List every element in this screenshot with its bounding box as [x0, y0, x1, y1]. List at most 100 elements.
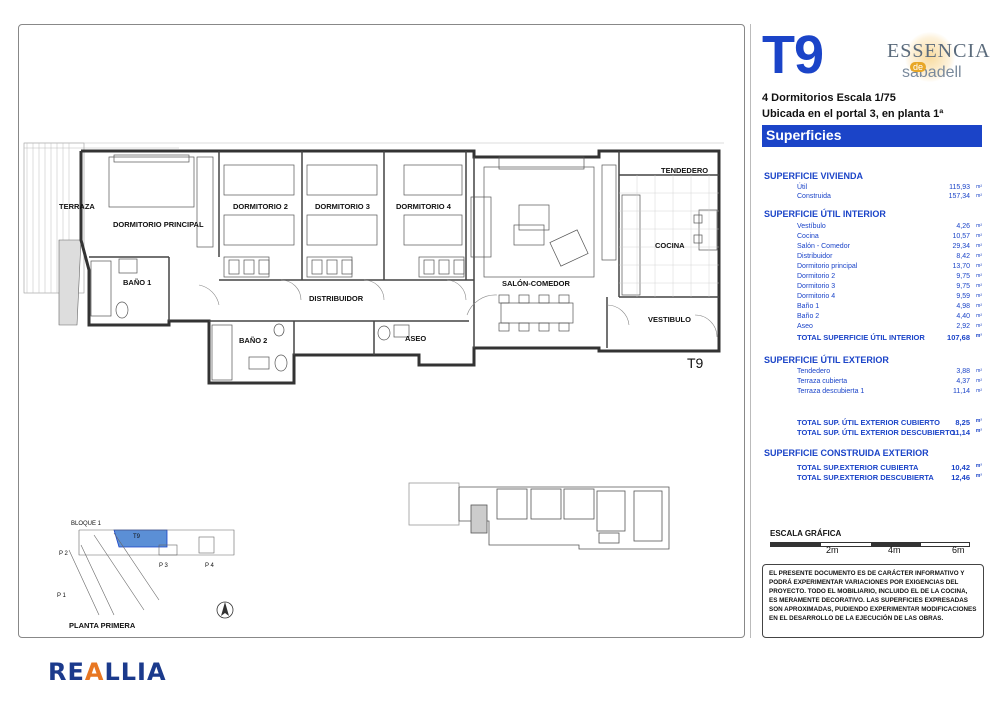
kitchen-tiles — [619, 175, 719, 297]
row-value: 4,40 — [956, 313, 970, 320]
room-label-vestibulo: VESTIBULO — [648, 315, 691, 324]
brand-sun-icon — [905, 32, 955, 82]
terrace-area — [23, 142, 724, 326]
key-plan-portal-1: P 1 — [57, 593, 67, 599]
room-label-cocina: COCINA — [655, 241, 685, 250]
row-label: Útil — [797, 184, 808, 191]
inner-walls — [89, 151, 719, 355]
row-unit: m² — [975, 463, 982, 469]
row-label: Dormitorio 4 — [797, 293, 836, 300]
room-label-dormitorio-principal: DORMITORIO PRINCIPAL — [113, 220, 204, 229]
room-label-bano-2: BAÑO 2 — [239, 336, 267, 345]
row-value: 9,75 — [956, 273, 970, 280]
row-value: 107,68 — [947, 333, 970, 342]
bedrooms-scale-text: 4 Dormitorios Escala 1/75 — [762, 92, 896, 104]
row-label: Salón - Comedor — [797, 243, 850, 250]
row-unit: m² — [976, 273, 982, 279]
location-text: Ubicada en el portal 3, en planta 1ª — [762, 108, 944, 120]
door-swings — [198, 279, 718, 338]
row-value: 10,42 — [951, 463, 970, 472]
room-label-bano-1: BAÑO 1 — [123, 278, 151, 287]
room-label-salon-comedor: SALÓN-COMEDOR — [502, 279, 570, 288]
row-unit: m² — [975, 333, 982, 339]
row-value: 29,34 — [952, 243, 970, 250]
room-label-aseo: ASEO — [405, 334, 426, 343]
room-label-dormitorio-3: DORMITORIO 3 — [315, 202, 370, 211]
surfaces-header: Superficies — [762, 125, 982, 147]
realia-logo-middle: L — [104, 658, 121, 686]
row-value: 10,57 — [952, 233, 970, 240]
row-label: Dormitorio 3 — [797, 283, 836, 290]
row-label: Terraza cubierta — [797, 378, 848, 385]
realia-logo-left: RE — [48, 658, 85, 686]
row-label: Terraza descubierta 1 — [797, 388, 865, 395]
row-value: 9,59 — [956, 293, 970, 300]
row-unit: m² — [976, 253, 982, 259]
row-value: 8,42 — [956, 253, 970, 260]
brand-logo-name: ESSENCIA — [887, 40, 991, 62]
row-unit: m² — [976, 243, 982, 249]
row-label: TOTAL SUP. ÚTIL EXTERIOR CUBIERTO — [797, 418, 940, 427]
row-value: 12,46 — [951, 473, 970, 482]
row-unit: m² — [976, 303, 982, 309]
row-unit: m² — [975, 473, 982, 479]
row-unit: m² — [976, 378, 982, 384]
room-label-tendedero: TENDEDERO — [661, 166, 708, 175]
row-label: Construida — [797, 193, 831, 200]
row-label: Tendedero — [797, 368, 831, 375]
row-unit: m² — [975, 418, 982, 424]
key-plan-portal-3: P 3 — [159, 563, 169, 569]
outer-walls — [79, 149, 721, 385]
plan-unit-tag: T9 — [687, 355, 704, 371]
row-value: 115,93 — [949, 184, 970, 191]
disclaimer-box: EL PRESENTE DOCUMENTO ES DE CARÁCTER INF… — [762, 564, 984, 638]
row-value: 4,37 — [956, 378, 970, 385]
panel-divider — [750, 24, 751, 638]
row-label: TOTAL SUPERFICIE ÚTIL INTERIOR — [797, 333, 925, 342]
realia-logo: REALLIA — [48, 658, 167, 686]
room-label-distribuidor: DISTRIBUIDOR — [309, 294, 364, 303]
scale-label-2m: 2m — [826, 545, 839, 555]
row-unit: m² — [976, 283, 982, 289]
room-label-dormitorio-4: DORMITORIO 4 — [396, 202, 452, 211]
row-unit: m² — [976, 263, 982, 269]
floor-overview-mini — [408, 482, 670, 550]
row-label: Vestíbulo — [797, 223, 826, 230]
realia-logo-accent: A — [84, 658, 105, 686]
key-plan-portal-2: P 2 — [59, 551, 69, 557]
row-value: 11,14 — [951, 428, 970, 437]
room-label-terraza: TERRAZA — [59, 202, 95, 211]
row-label: Distribuidor — [797, 253, 833, 260]
key-plan-portal-4: P 4 — [205, 563, 215, 569]
row-value: 8,25 — [955, 418, 970, 427]
section-util-interior-title: SUPERFICIE ÚTIL INTERIOR — [764, 209, 886, 219]
row-label: TOTAL SUP.EXTERIOR DESCUBIERTA — [797, 473, 934, 482]
row-label: Baño 2 — [797, 313, 820, 320]
key-plan-unit-label: T9 — [133, 534, 141, 540]
row-unit: m² — [976, 223, 982, 229]
scale-title: ESCALA GRÁFICA — [770, 529, 842, 538]
floor-plan-drawing: TERRAZA DORMITORIO PRINCIPAL DORMITORIO … — [23, 142, 724, 630]
furniture — [90, 154, 718, 381]
row-label: TOTAL SUP. ÚTIL EXTERIOR DESCUBIERTO — [797, 428, 956, 437]
row-value: 2,92 — [956, 323, 970, 330]
row-unit: m² — [976, 323, 982, 329]
row-unit: m² — [976, 233, 982, 239]
row-label: Dormitorio 2 — [797, 273, 836, 280]
row-value: 157,34 — [948, 193, 970, 200]
north-arrow-icon — [216, 601, 234, 619]
row-unit: m² — [976, 293, 982, 299]
row-label: Dormitorio principal — [797, 263, 858, 270]
key-plan-floor-label: PLANTA PRIMERA — [69, 621, 136, 630]
unit-code-title: T9 — [762, 25, 824, 85]
row-unit: m² — [976, 313, 982, 319]
row-unit: m² — [976, 388, 982, 394]
row-unit: m² — [976, 184, 982, 190]
floor-plan-frame: TERRAZA DORMITORIO PRINCIPAL DORMITORIO … — [18, 24, 745, 638]
row-label: Aseo — [797, 323, 813, 330]
row-label: Cocina — [797, 233, 819, 240]
row-value: 9,75 — [956, 283, 970, 290]
row-value: 11,14 — [953, 388, 970, 395]
row-label: TOTAL SUP.EXTERIOR CUBIERTA — [797, 463, 919, 472]
row-unit: m² — [976, 368, 982, 374]
